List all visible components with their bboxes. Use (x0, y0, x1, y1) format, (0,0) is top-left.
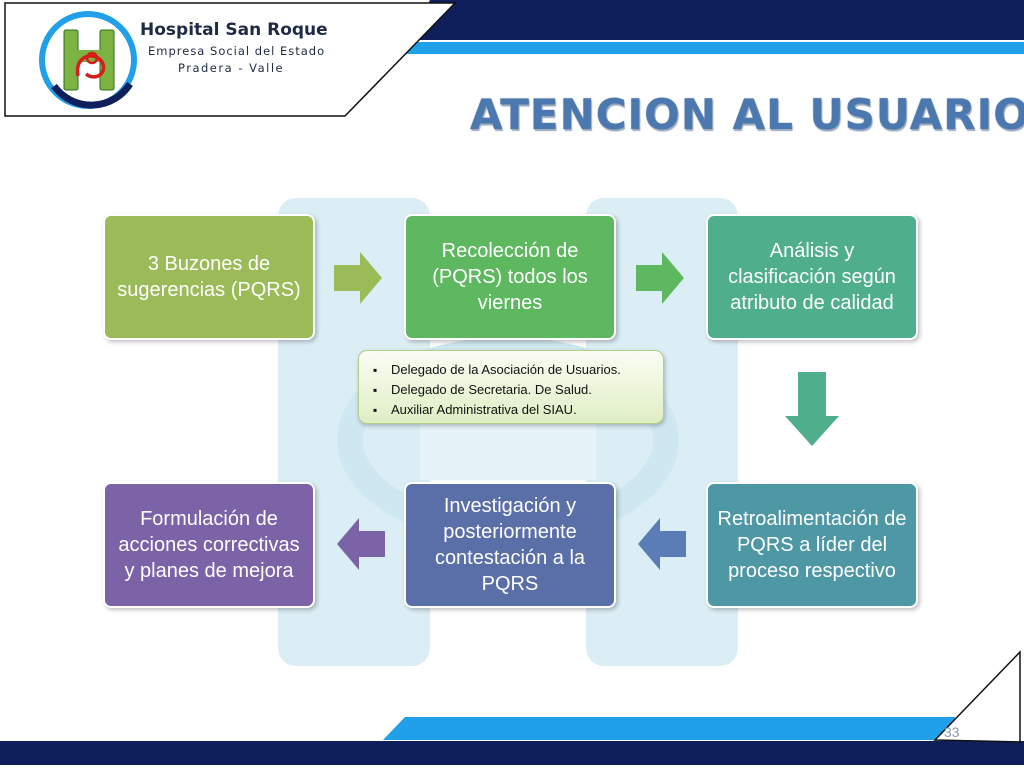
header-navy-bar (410, 0, 1024, 40)
process-step-investigacion: Investigación y posteriormente contestac… (404, 482, 616, 608)
process-step-recoleccion: Recolección de (PQRS) todos los viernes (404, 214, 616, 340)
arrow-left-icon (638, 518, 686, 570)
process-step-formulacion: Formulación de acciones correctivas y pl… (103, 482, 315, 608)
list-item: Auxiliar Administrativa del SIAU. (373, 400, 653, 420)
process-step-analisis: Análisis y clasificación según atributo … (706, 214, 918, 340)
process-step-label: Análisis y clasificación según atributo … (728, 240, 896, 314)
logo-subtitle: Empresa Social del Estado (148, 44, 326, 58)
process-step-retroalimentacion: Retroalimentación de PQRS a líder del pr… (706, 482, 918, 608)
arrow-left-icon (337, 518, 385, 570)
delegates-note: Delegado de la Asociación de Usuarios. D… (358, 350, 664, 424)
header-blue-bar (398, 42, 1024, 54)
logo-name: Hospital San Roque (140, 20, 328, 40)
process-step-buzones: 3 Buzones de sugerencias (PQRS) (103, 214, 315, 340)
list-item: Delegado de Secretaria. De Salud. (373, 380, 653, 400)
delegates-list: Delegado de la Asociación de Usuarios. D… (373, 360, 653, 420)
logo-frame (4, 2, 457, 117)
process-step-label: Retroalimentación de PQRS a líder del pr… (717, 508, 907, 582)
process-step-label: 3 Buzones de sugerencias (PQRS) (117, 253, 301, 301)
process-step-label: Formulación de acciones correctivas y pl… (118, 508, 300, 582)
slide-title: ATENCION AL USUARIO (470, 90, 1024, 139)
page-number-frame (933, 650, 1021, 743)
process-step-label: Investigación y posteriormente contestac… (434, 495, 586, 595)
list-item: Delegado de la Asociación de Usuarios. (373, 360, 653, 380)
logo-location: Pradera - Valle (178, 61, 285, 75)
footer-blue-bar (383, 717, 955, 740)
arrow-right-icon (636, 252, 684, 304)
footer-navy-bar (0, 741, 1024, 765)
hospital-h-logo-icon (39, 11, 137, 109)
process-step-label: Recolección de (PQRS) todos los viernes (432, 240, 588, 314)
page-number: 33 (944, 724, 960, 740)
arrow-right-icon (334, 252, 382, 304)
arrow-down-icon (785, 372, 839, 446)
